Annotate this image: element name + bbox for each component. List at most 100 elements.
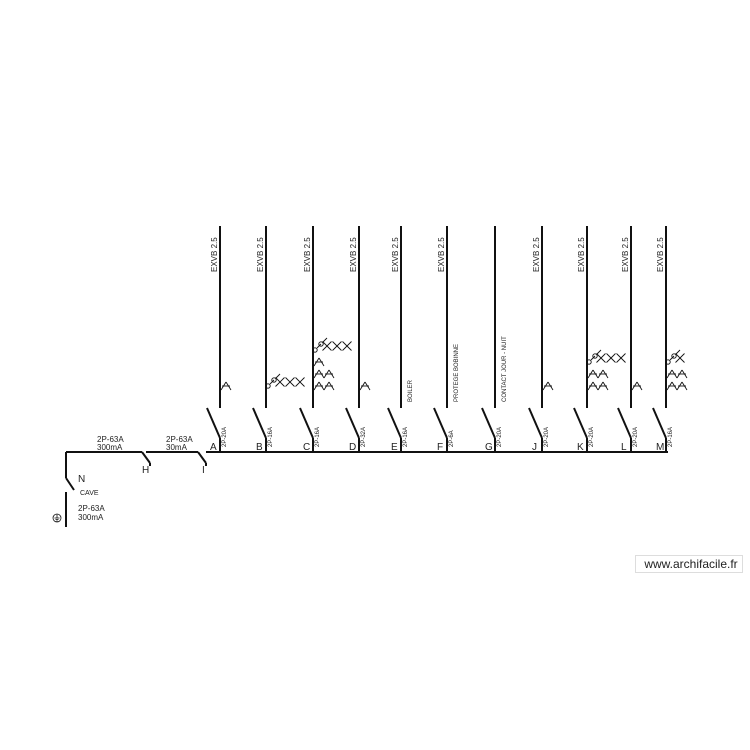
lamp-icon [285,377,295,387]
cable-label: EXVB 2.5 [210,237,219,272]
location-label: CAVE [80,490,99,497]
breaker-contact [617,407,632,439]
lamp-icon [322,341,332,351]
switch-stroke [675,349,681,355]
breaker-contact [481,407,496,439]
cable-label: EXVB 2.5 [437,237,446,272]
socket-icon [323,369,335,379]
switch-icon [665,355,675,365]
breaker-contact [387,407,402,439]
switch-icon [312,343,322,353]
lamp-icon [332,341,342,351]
main-breaker-sensitivity: 300mA [78,513,104,522]
breaker-contact [345,407,360,439]
breaker-contact [433,407,448,439]
circuit-symbols [631,381,643,391]
circuit-symbols [312,337,352,391]
circuit-letter: M [656,442,664,453]
cable-label: EXVB 2.5 [532,237,541,272]
lamp-icon [342,341,352,351]
socket-icon [542,381,554,391]
switch-stroke [669,355,675,361]
switch-icon [671,349,681,359]
breaker-contact [652,407,667,439]
breaker-rating: 2P-20A [633,427,639,447]
cable-label: EXVB 2.5 [256,237,265,272]
lamp-stroke [342,341,352,351]
lamp-stroke [322,341,332,351]
switch-stroke [316,343,322,349]
socket-icon [587,381,599,391]
main-breaker-rating: 2P-63A [78,504,105,513]
breaker-rating: 2P-16A [403,427,409,447]
lamp-stroke [675,353,685,363]
breaker-rating: 2P-16A [315,427,321,447]
socket-icon [597,381,609,391]
differential-switch-i [197,451,207,464]
socket-icon [323,381,335,391]
lamp-icon [616,353,626,363]
socket-icon [313,369,325,379]
breaker-contact [206,407,221,439]
switch-icon [586,355,596,365]
circuit-letter: K [577,442,584,453]
breaker-rating: 2P-32A [361,427,367,447]
lamp-stroke [606,353,616,363]
lamp-stroke [616,353,626,363]
socket-icon [631,381,643,391]
switch-stroke [275,373,281,379]
socket-icon [676,381,688,391]
lamp-icon [606,353,616,363]
breaker-contact [528,407,543,439]
circuit-b: B 2P-16A EXVB 2.5 [252,226,305,453]
cable-label: EXVB 2.5 [577,237,586,272]
differential-switch-h [141,451,151,464]
socket-icon [666,369,678,379]
switch-stroke [590,355,596,361]
socket-icon [313,357,325,367]
differentials: H 2P-63A 300mA I 2P-63A 30mA [66,435,207,476]
main-breaker-switch [65,477,75,491]
switch-stroke [665,359,671,365]
circuit-function-label: BOILER [408,379,414,402]
socket-icon [597,369,609,379]
switch-stroke [269,379,275,385]
circuit-letter: E [391,442,398,453]
earth-ground-icon [52,513,62,523]
switch-icon [265,379,275,389]
lamp-icon [675,353,685,363]
neutral-label: N [78,474,85,485]
differential-letter: I [202,465,205,476]
lamp-stroke [596,353,606,363]
lamp-icon [596,353,606,363]
lamp-icon [295,377,305,387]
socket-icon [313,381,325,391]
circuit-letter: B [256,442,263,453]
cable-label: EXVB 2.5 [303,237,312,272]
socket-icon [359,381,371,391]
differential-rating: 2P-63A [97,435,124,444]
circuit-function-label: PROTEGE BOBINNE [454,344,460,402]
differential-sensitivity: 30mA [166,443,188,452]
switch-stroke [596,349,602,355]
breaker-rating: 2P-16A [268,427,274,447]
circuit-symbols [665,349,688,391]
breaker-rating: 2P-20A [497,427,503,447]
differential-rating: 2P-63A [166,435,193,444]
watermark: www.archifacile.fr [644,557,738,571]
cable-label: EXVB 2.5 [349,237,358,272]
socket-icon [676,369,688,379]
lamp-stroke [295,377,305,387]
differential-sensitivity: 300mA [97,443,123,452]
circuit-letter: A [210,442,217,453]
circuit-symbols [265,373,305,389]
